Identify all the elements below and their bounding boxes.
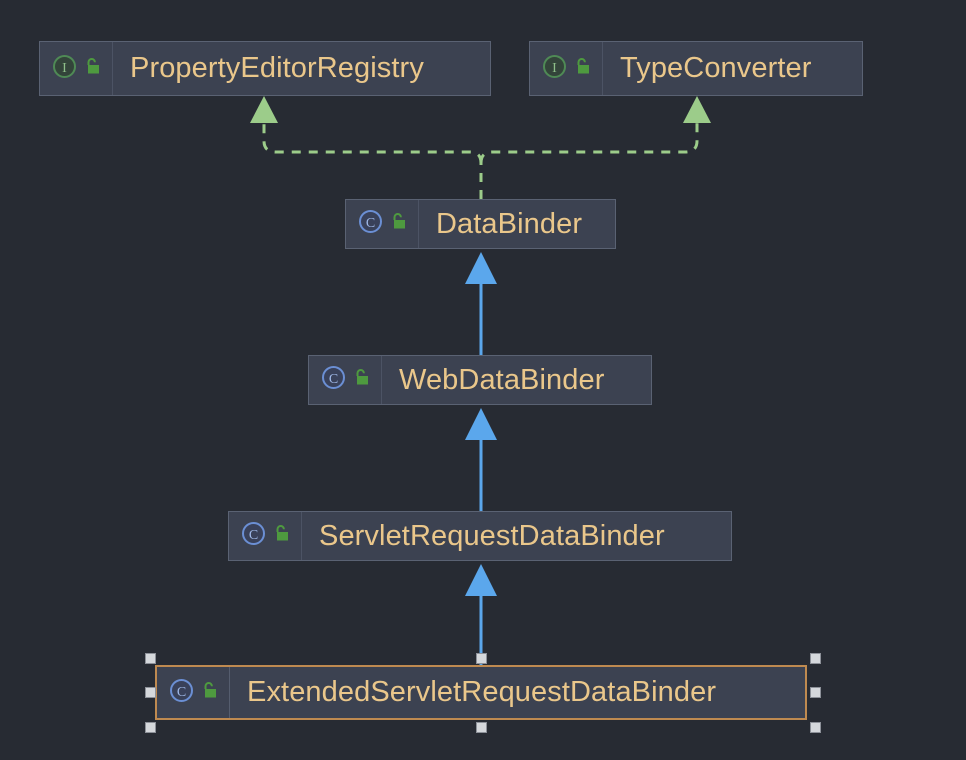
unlocked-padlock-icon [390,212,408,236]
svg-text:C: C [329,372,338,387]
class-icon: C [241,521,266,551]
unlocked-padlock-icon [574,57,592,81]
svg-text:C: C [249,528,258,543]
handle-top-left[interactable] [145,653,156,664]
node-label: TypeConverter [620,52,812,84]
node-label: ExtendedServletRequestDataBinder [247,676,717,708]
realization-edge-group [250,96,711,199]
handle-bottom-right[interactable] [810,722,821,733]
handle-top-right[interactable] [810,653,821,664]
inheritance-arrowhead [465,564,497,596]
node-gutter: C [309,356,382,404]
handle-top-center[interactable] [476,653,487,664]
node-label: PropertyEditorRegistry [130,52,424,84]
unlocked-padlock-icon [353,368,371,392]
interface-icon: I [542,54,567,84]
svg-text:C: C [177,685,186,700]
inheritance-edge-web-data-binder [465,252,497,355]
node-gutter: C [229,512,302,560]
inheritance-edge-extended-servlet-request-data-binder [465,564,497,665]
unlocked-padlock-icon [201,681,219,705]
node-gutter: C [157,667,230,718]
node-gutter: I [530,42,603,95]
svg-text:I: I [552,61,557,76]
node-label: ServletRequestDataBinder [319,519,665,552]
handle-bottom-center[interactable] [476,722,487,733]
realization-arrowhead-type-converter [683,96,711,123]
realization-edge-property-editor-registry [262,118,483,164]
uml-node-type-converter[interactable]: I TypeConverter [529,41,863,96]
realization-edge-type-converter [479,118,699,164]
uml-node-servlet-request-data-binder[interactable]: C ServletRequestDataBinder [228,511,732,561]
inheritance-edge-servlet-request-data-binder [465,408,497,511]
svg-text:C: C [366,216,375,231]
handle-bottom-left[interactable] [145,722,156,733]
interface-icon: I [52,54,77,84]
node-label: WebDataBinder [399,363,605,396]
handle-middle-left[interactable] [145,687,156,698]
uml-node-property-editor-registry[interactable]: I PropertyEditorRegistry [39,41,491,96]
node-gutter: I [40,42,113,95]
realization-arrowhead-property-editor-registry [250,96,278,123]
inheritance-arrowhead [465,408,497,440]
inheritance-arrowhead [465,252,497,284]
class-icon: C [358,209,383,239]
handle-middle-right[interactable] [810,687,821,698]
class-icon: C [321,365,346,395]
unlocked-padlock-icon [84,57,102,81]
uml-node-web-data-binder[interactable]: C WebDataBinder [308,355,652,405]
class-icon: C [169,678,194,708]
uml-node-data-binder[interactable]: C DataBinder [345,199,616,249]
uml-node-extended-servlet-request-data-binder[interactable]: C ExtendedServletRequestDataBinder [155,665,807,720]
svg-text:I: I [62,61,67,76]
unlocked-padlock-icon [273,524,291,548]
node-label: DataBinder [436,207,583,240]
node-gutter: C [346,200,419,248]
